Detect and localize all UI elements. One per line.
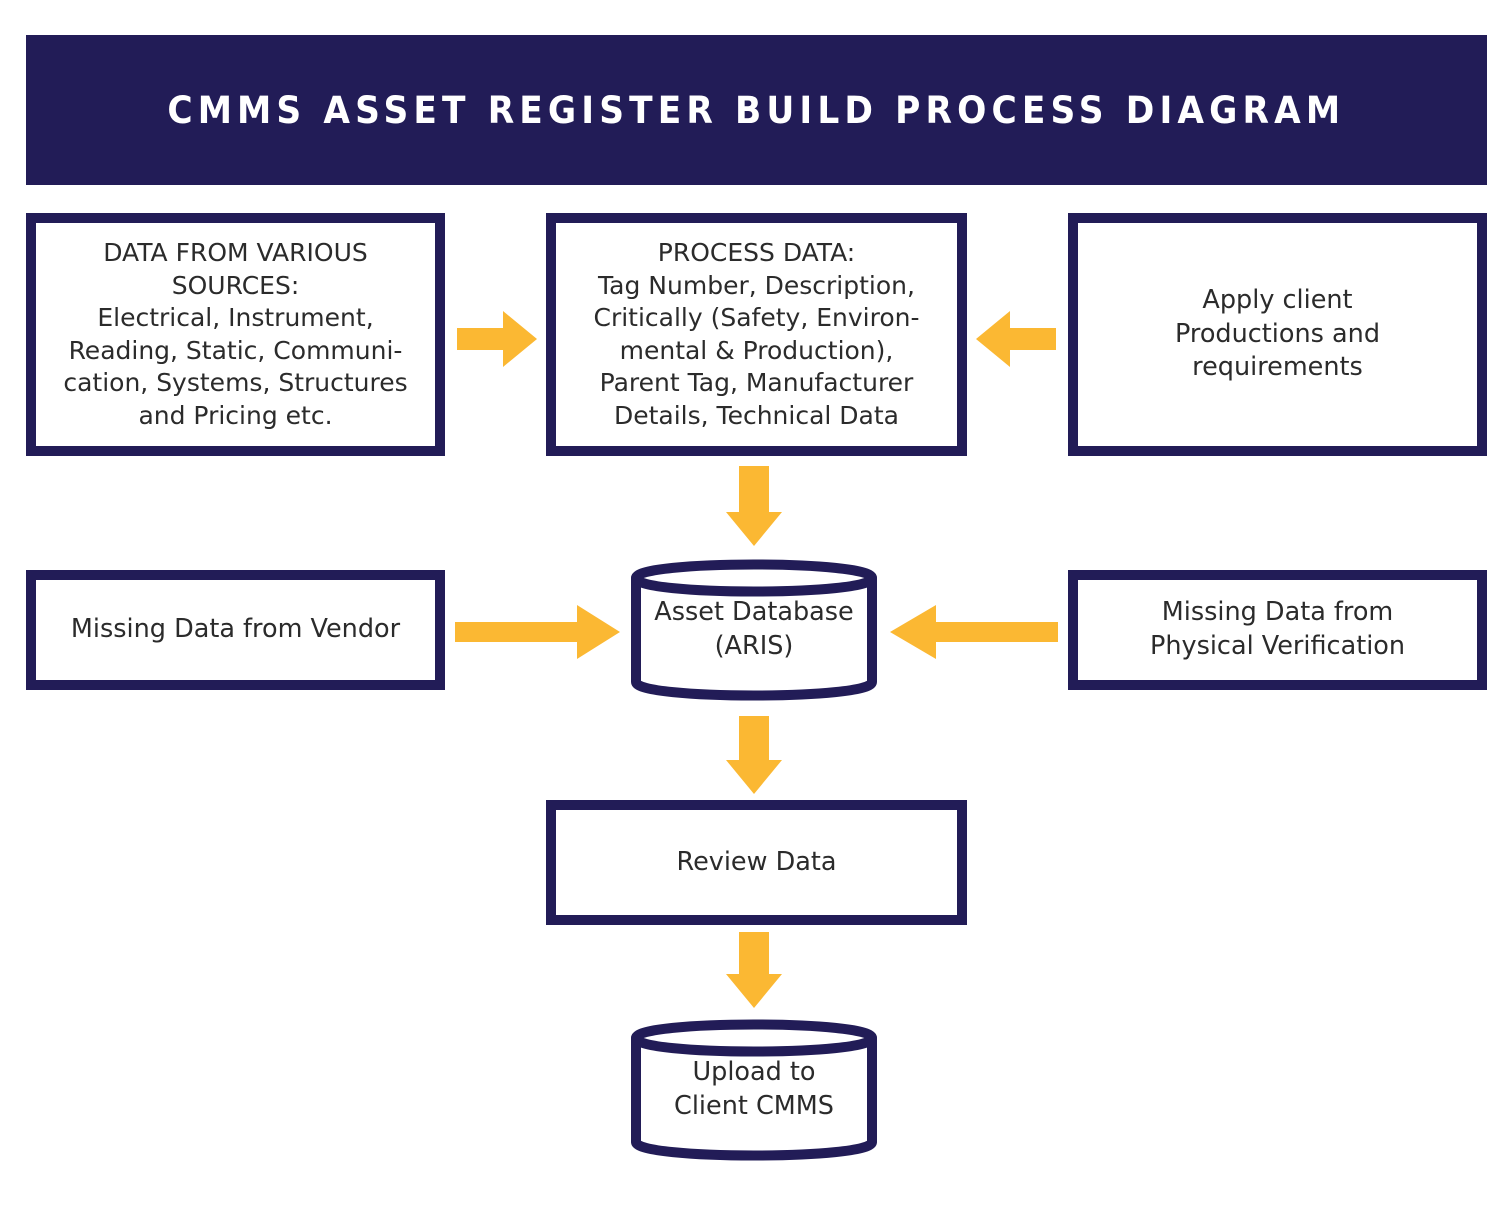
node-asset-database: Asset Database (ARIS): [626, 552, 882, 708]
node-review-data: Review Data: [546, 800, 967, 925]
node-label: Asset Database (ARIS): [654, 597, 854, 661]
arrow-left-icon-client-to-process: [976, 309, 1056, 369]
node-missing-data-from-vendor: Missing Data from Vendor: [26, 570, 445, 690]
node-label: DATA FROM VARIOUS SOURCES: Electrical, I…: [63, 238, 408, 430]
node-process-data: PROCESS DATA: Tag Number, Description, C…: [546, 213, 967, 456]
cylinder-shape-icon: [631, 1019, 877, 1161]
node-label: Missing Data from Vendor: [70, 614, 401, 645]
node-label: Upload to Client CMMS: [674, 1057, 834, 1121]
node-upload-to-client-cmms: Upload to Client CMMS: [626, 1012, 882, 1168]
arrow-down-icon-asset-to-review: [724, 716, 784, 794]
node-apply-client-productions: Apply client Productions and requirement…: [1068, 213, 1487, 456]
arrow-down-icon-review-to-upload: [724, 932, 784, 1008]
page-title: CMMS ASSET REGISTER BUILD PROCESS DIAGRA…: [167, 88, 1346, 132]
node-label: Apply client Productions and requirement…: [1174, 284, 1381, 383]
node-label: Missing Data from Physical Verification: [1149, 597, 1406, 661]
node-data-from-various-sources: DATA FROM VARIOUS SOURCES: Electrical, I…: [26, 213, 445, 456]
arrow-left-icon-physical-to-asset: [890, 604, 1058, 660]
arrow-right-icon-vendor-to-asset: [455, 604, 620, 660]
node-missing-data-physical-verification: Missing Data from Physical Verification: [1068, 570, 1487, 690]
node-label: Review Data: [676, 846, 837, 877]
arrow-down-icon-process-to-asset: [724, 466, 784, 546]
cylinder-shape-icon: [631, 559, 877, 701]
diagram-header: CMMS ASSET REGISTER BUILD PROCESS DIAGRA…: [26, 35, 1487, 185]
node-label: PROCESS DATA: Tag Number, Description, C…: [593, 238, 920, 430]
arrow-right-icon-sources-to-process: [457, 309, 537, 369]
